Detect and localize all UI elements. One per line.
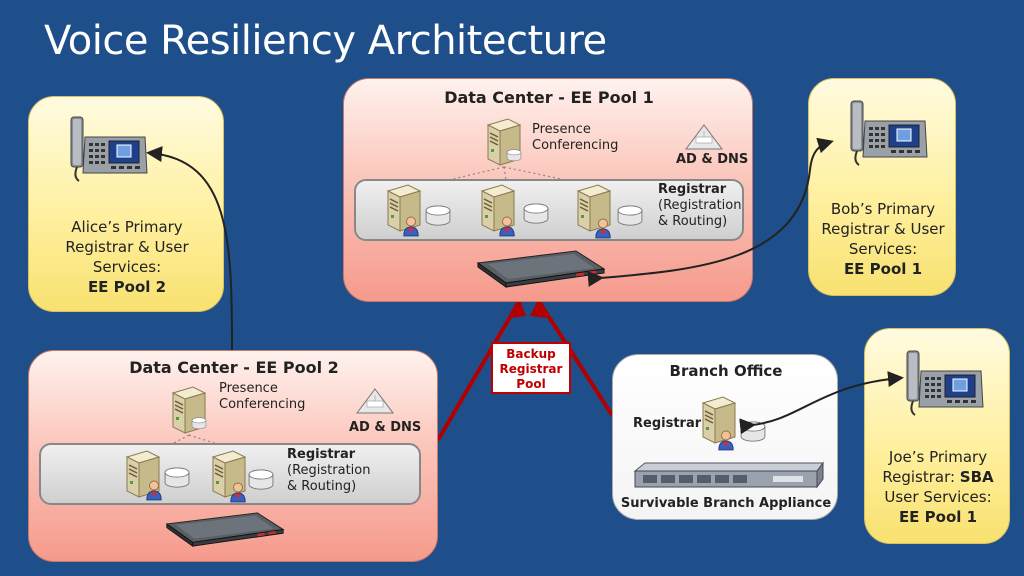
alice-pool: EE Pool 2	[87, 278, 167, 296]
dc1-presence: Presence	[532, 122, 591, 137]
arrowhead-branch	[530, 300, 547, 318]
joe-connector	[739, 371, 904, 435]
page-title: Voice Resiliency Architecture	[44, 18, 607, 64]
alice-line2: Registrar & User	[65, 238, 189, 256]
appliance-icon	[633, 461, 824, 489]
alice-connector	[146, 146, 233, 351]
branch-appliance: Survivable Branch Appliance	[620, 496, 832, 511]
joe-pool: EE Pool 1	[898, 508, 978, 526]
datacenter-pool2: Data Center - EE Pool 2 Presence Confere…	[28, 350, 438, 562]
dc2-reg-detail2: & Routing)	[287, 479, 357, 494]
connector-dc2-to-dc1	[436, 298, 522, 442]
backup-line2: Registrar	[499, 362, 563, 376]
joe-line3: User Services:	[884, 488, 992, 506]
backup-line1: Backup	[506, 347, 556, 361]
bob-connector	[587, 137, 834, 287]
bob-line3: Services:	[848, 240, 918, 258]
dc2-registrar: Registrar	[287, 447, 356, 462]
alice-line3: Services:	[92, 258, 162, 276]
connector-branch-to-dc1	[536, 298, 614, 417]
dc2-reg-detail1: (Registration	[287, 463, 371, 478]
bob-line2: Registrar & User	[821, 220, 945, 238]
dc1-title: Data Center - EE Pool 1	[444, 88, 654, 107]
bob-line1: Bob’s Primary	[830, 200, 936, 218]
joe-sba: SBA	[959, 468, 994, 486]
dc2-presence: Presence	[219, 381, 278, 396]
alice-card: Alice’s Primary Registrar & User Service…	[28, 96, 224, 312]
dc2-ad-dns: AD & DNS	[349, 420, 422, 435]
dc2-title: Data Center - EE Pool 2	[129, 358, 339, 377]
joe-line1: Joe’s Primary	[888, 448, 988, 466]
dc2-conferencing: Conferencing	[219, 397, 306, 412]
bob-pool: EE Pool 1	[843, 260, 923, 278]
backup-line3: Pool	[516, 377, 546, 391]
alice-line1: Alice’s Primary	[71, 218, 183, 236]
joe-line2a: Registrar:	[882, 468, 960, 486]
backup-registrar-pool-label: Backup Registrar Pool	[491, 342, 571, 394]
arrowhead-dc2	[510, 300, 526, 318]
joe-card: Joe’s Primary Registrar: SBA User Servic…	[864, 328, 1010, 544]
branch-registrar: Registrar	[633, 416, 702, 431]
